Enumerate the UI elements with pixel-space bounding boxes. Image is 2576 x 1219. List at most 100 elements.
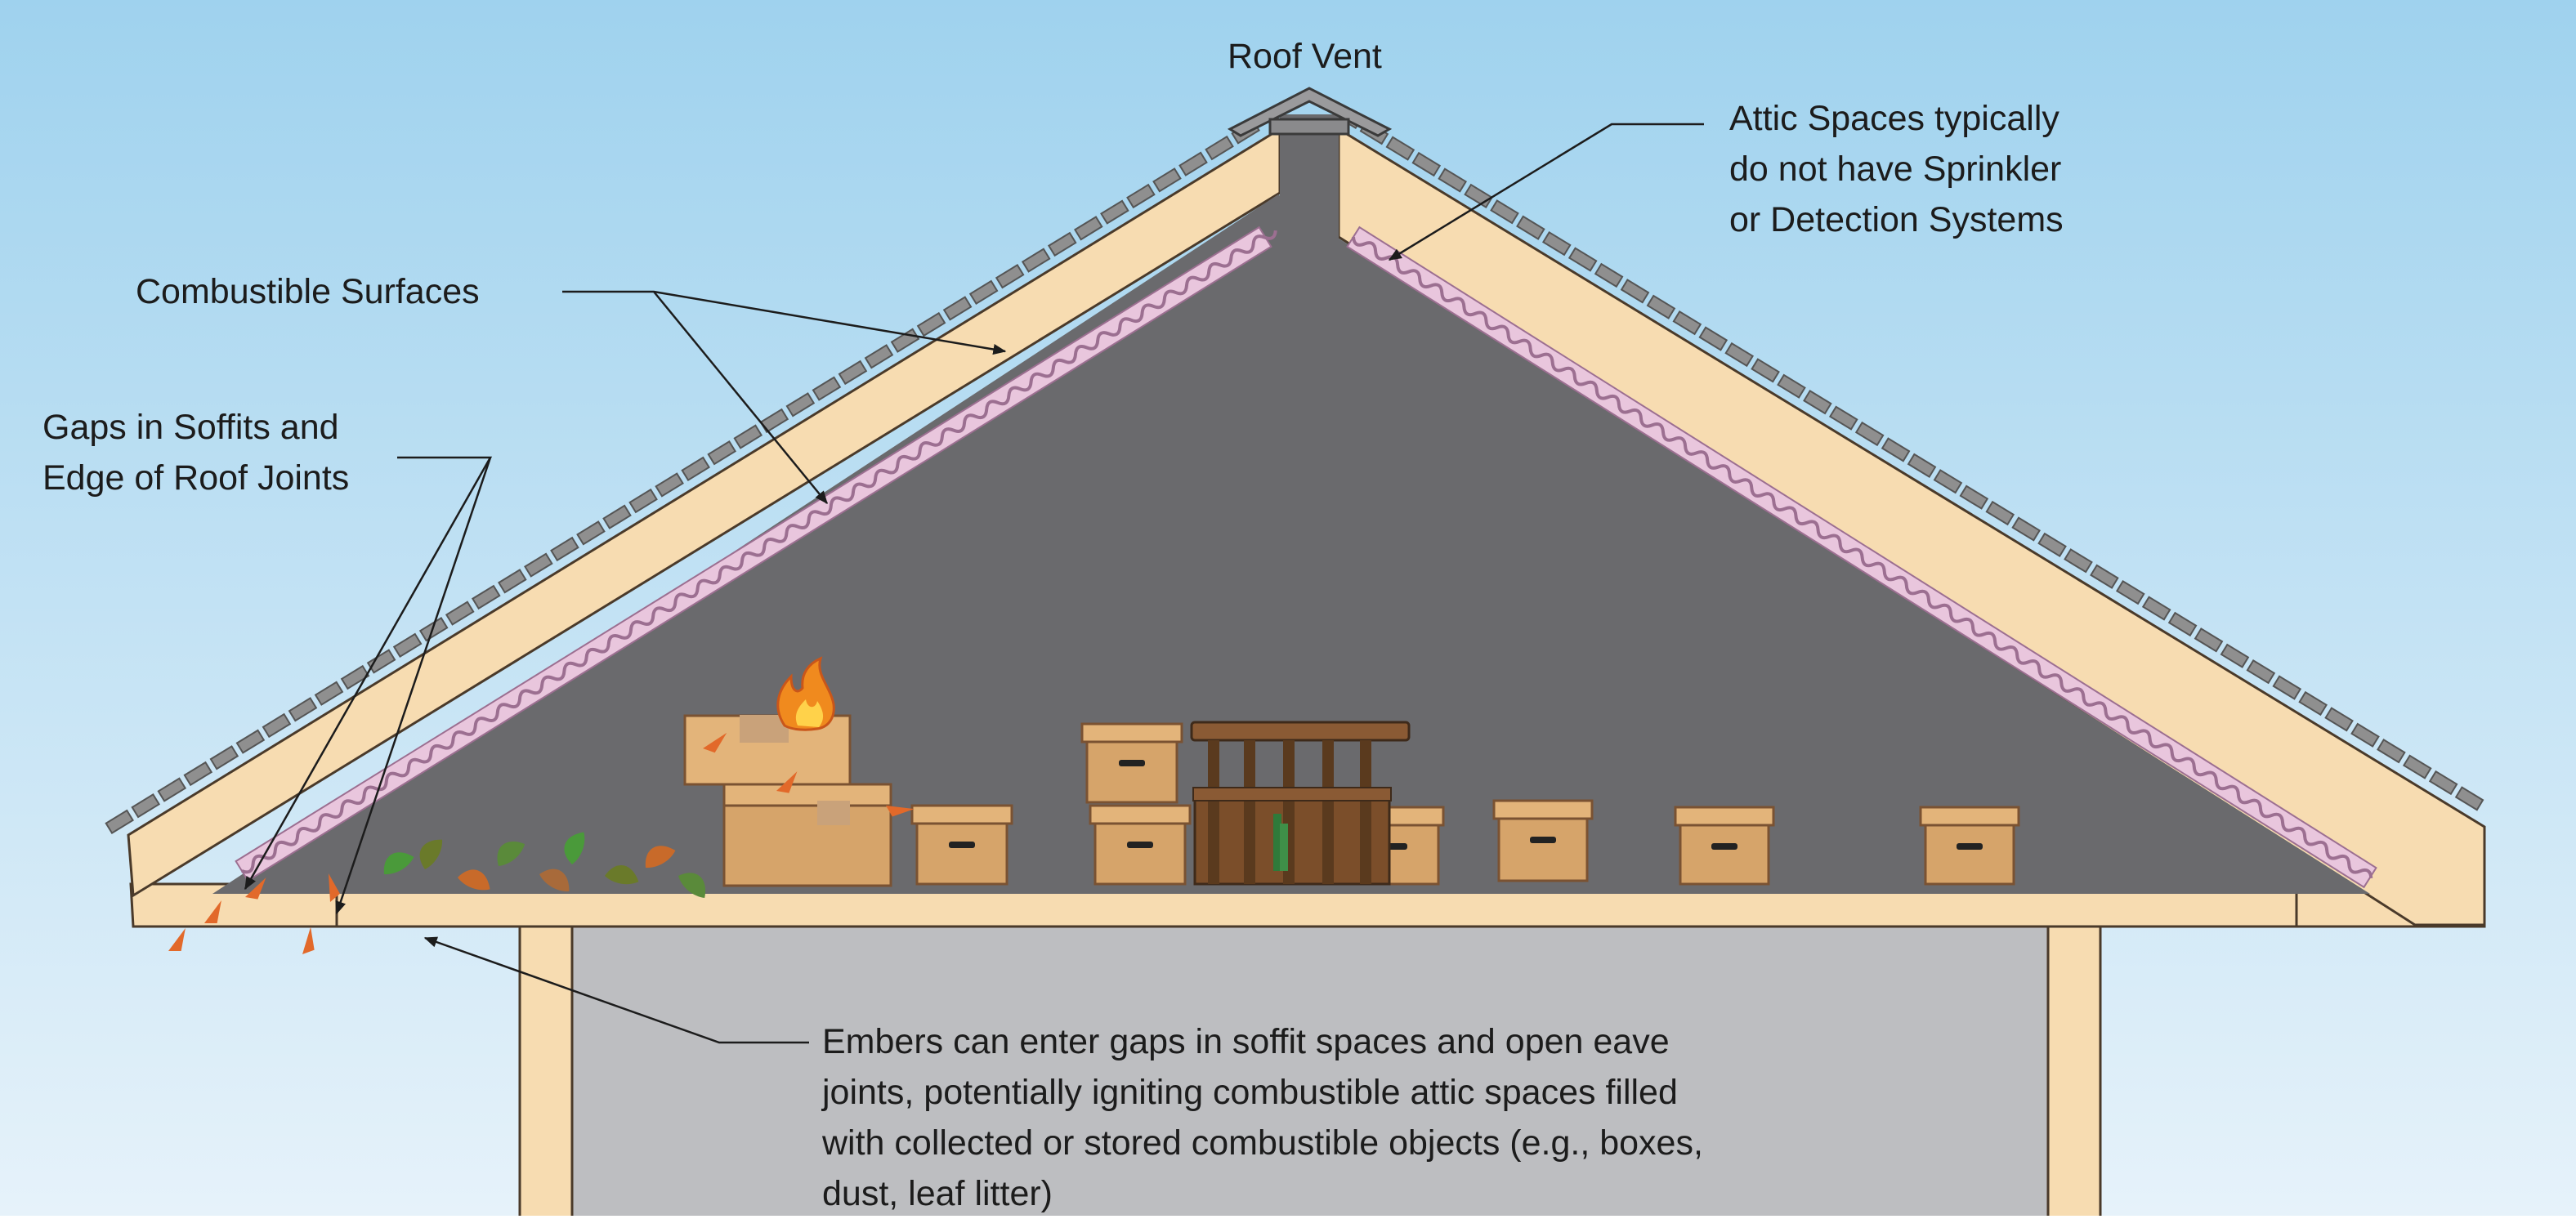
shingle bbox=[2454, 786, 2484, 811]
shingle bbox=[498, 569, 527, 594]
shingle bbox=[1751, 358, 1780, 383]
insulation-squiggle bbox=[1352, 236, 2373, 879]
shingle bbox=[2090, 564, 2119, 589]
shingle bbox=[1438, 167, 1467, 193]
shingle bbox=[2377, 739, 2406, 764]
shingle bbox=[1881, 437, 1911, 462]
shingle bbox=[1985, 500, 2015, 526]
shingle bbox=[576, 520, 606, 546]
leaf-icon bbox=[497, 842, 525, 866]
shingle bbox=[785, 392, 816, 417]
shingle bbox=[1152, 167, 1182, 193]
shingle bbox=[1698, 326, 1729, 351]
ember-icon bbox=[329, 873, 340, 902]
ember-icon bbox=[886, 806, 915, 817]
shingle bbox=[2167, 611, 2198, 637]
shingle bbox=[2011, 516, 2041, 542]
leaf-icon bbox=[645, 846, 676, 868]
shingle bbox=[2350, 722, 2380, 748]
shingle bbox=[2194, 627, 2224, 653]
shingle bbox=[1568, 247, 1598, 272]
shingle bbox=[1047, 231, 1077, 257]
shingle bbox=[1074, 216, 1103, 241]
shingle bbox=[2402, 754, 2432, 779]
gaps-callout-line-right bbox=[335, 457, 492, 915]
leaf-icon bbox=[539, 868, 570, 892]
shingle bbox=[602, 504, 632, 529]
shingle bbox=[1959, 484, 1989, 510]
shingle bbox=[2220, 643, 2250, 668]
shingle bbox=[471, 584, 501, 610]
shingle bbox=[1594, 262, 1624, 288]
shingle bbox=[445, 601, 475, 626]
leaf-icon bbox=[458, 869, 490, 891]
ember-icon bbox=[302, 927, 315, 954]
storage-box-icon bbox=[1089, 804, 1192, 886]
shingle bbox=[1178, 151, 1208, 176]
right-wall bbox=[2046, 923, 2102, 1216]
embers-callout-line bbox=[423, 936, 809, 1044]
shingle bbox=[1620, 279, 1650, 304]
storage-box-icon bbox=[1674, 806, 1775, 886]
shingle bbox=[2428, 770, 2458, 796]
shingle bbox=[288, 697, 318, 722]
shingle bbox=[2141, 596, 2171, 621]
shingle bbox=[681, 456, 710, 481]
shingle bbox=[2064, 548, 2093, 574]
ember-icon bbox=[776, 771, 798, 793]
shingle bbox=[262, 712, 292, 739]
storage-box-icon bbox=[910, 804, 1013, 886]
shingle bbox=[942, 296, 973, 321]
attic-callout-line bbox=[1388, 123, 1704, 261]
shingle bbox=[655, 472, 684, 498]
house-interior bbox=[572, 925, 2048, 1216]
shingle bbox=[1828, 405, 1858, 431]
shingle bbox=[1205, 135, 1234, 161]
shingle bbox=[209, 745, 239, 770]
roof-vent-icon bbox=[1227, 87, 1393, 351]
shingle bbox=[1126, 183, 1156, 209]
attic-spaces-label: Attic Spaces typically do not have Sprin… bbox=[1729, 99, 2064, 239]
roof-vent-label: Roof Vent bbox=[1228, 37, 1382, 76]
wooden-crate-icon bbox=[1190, 721, 1411, 886]
stored-boxes bbox=[910, 722, 2020, 886]
storage-box-icon bbox=[1919, 806, 2020, 886]
shingle bbox=[2115, 579, 2145, 605]
shingle bbox=[733, 424, 763, 449]
shingle bbox=[235, 729, 266, 754]
shingle bbox=[1803, 390, 1832, 415]
shingle bbox=[1021, 248, 1051, 273]
ember-icon bbox=[168, 732, 915, 954]
shingle bbox=[916, 311, 946, 337]
shingle bbox=[707, 440, 737, 466]
shingle bbox=[2246, 659, 2276, 685]
shingle bbox=[1854, 421, 1885, 447]
combustible-surfaces-label: Combustible Surfaces bbox=[136, 272, 480, 311]
shingle bbox=[1933, 469, 1963, 494]
leaf-icon bbox=[419, 839, 443, 869]
shingle bbox=[1385, 136, 1415, 161]
shingle bbox=[524, 552, 553, 578]
shingle bbox=[968, 279, 999, 305]
shingle bbox=[628, 488, 658, 514]
callout-lines bbox=[244, 123, 1704, 1044]
roof-insulation bbox=[235, 225, 2377, 889]
gaps-in-soffits-label: Gaps in Soffits and Edge of Roof Joints bbox=[42, 408, 350, 498]
shingle bbox=[1777, 373, 1806, 399]
shingle bbox=[1100, 199, 1129, 225]
shingle bbox=[183, 761, 213, 787]
shingle bbox=[131, 793, 161, 819]
ember-icon bbox=[703, 732, 727, 753]
shingle bbox=[812, 376, 842, 401]
embers-caption: Embers can enter gaps in soffit spaces a… bbox=[822, 1022, 1703, 1213]
shingle bbox=[1516, 215, 1545, 240]
shingle bbox=[1646, 294, 1676, 319]
leaf-icon bbox=[678, 873, 706, 898]
flame-icon bbox=[776, 656, 835, 731]
shingle bbox=[550, 536, 579, 562]
shingle bbox=[1541, 230, 1572, 257]
shingle bbox=[418, 616, 449, 642]
shingle bbox=[2037, 532, 2067, 558]
shingle bbox=[864, 344, 894, 369]
